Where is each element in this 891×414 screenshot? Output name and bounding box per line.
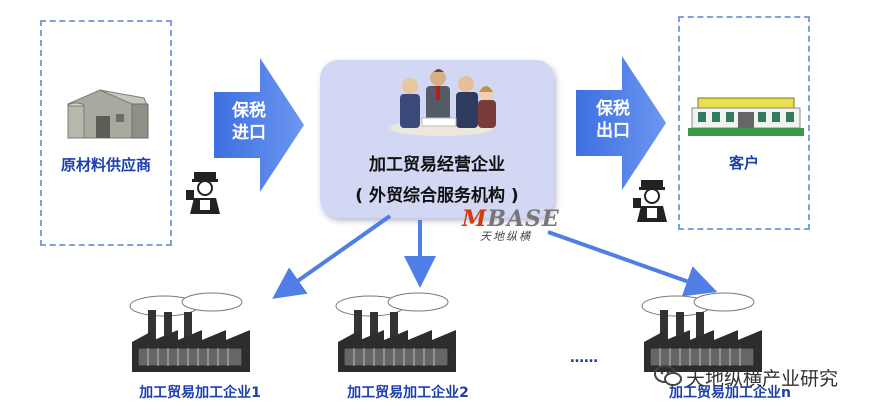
factory-label-2: 加工贸易加工企业2 [318,382,498,402]
wechat-icon [654,364,682,388]
factory-icon [124,292,274,374]
watermark-text: 天地纵横产业研究 [686,364,838,391]
ellipsis: …… [570,350,598,366]
factory-icon [636,292,786,374]
arrow-to-factory-n [548,232,706,288]
factory-label-1: 加工贸易加工企业1 [110,382,290,402]
arrow-to-factory-1 [282,216,390,292]
factory-icon [330,292,480,374]
